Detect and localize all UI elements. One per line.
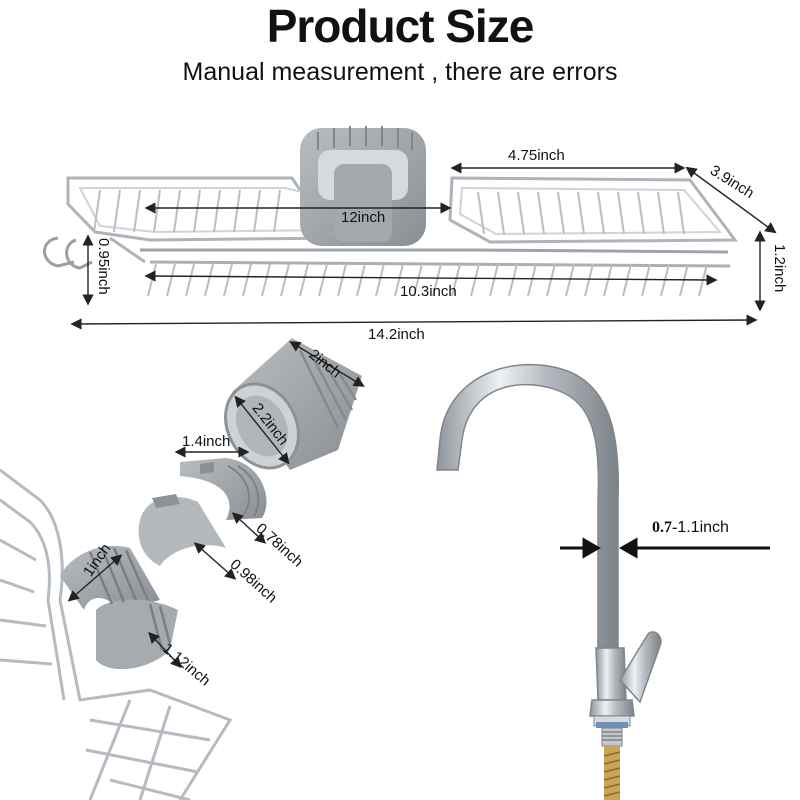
clamp-ring — [224, 338, 362, 470]
faucet-range-max: 1.1inch — [677, 519, 729, 536]
clamp-insert-medium — [138, 494, 226, 566]
faucet-diameter-arrows — [560, 537, 770, 559]
insert-width-label: 1.4inch — [182, 433, 231, 450]
rack-center-clamp — [300, 126, 426, 246]
faucet-range-min: 0.7- — [652, 519, 678, 536]
clamp-insert-small — [180, 458, 267, 520]
measurement-note: Manual measurement , there are errors — [182, 58, 618, 86]
rack-inner-length-label: 10.3inch — [400, 283, 457, 300]
rack-center-span-label: 12inch — [341, 209, 386, 226]
rack-height-label: 1.2inch — [771, 244, 788, 293]
basket-height-label: 0.95inch — [95, 238, 112, 295]
rack-depth-label: 4.75inch — [508, 147, 565, 164]
faucet-diameter-label: 0.7-1.1inch — [652, 519, 729, 537]
kitchen-faucet — [436, 363, 662, 800]
sink-rack — [43, 176, 738, 270]
product-size-title: Product Size — [266, 0, 535, 52]
rack-corner-holder — [0, 468, 233, 800]
rack-total-length-label: 14.2inch — [368, 326, 425, 343]
